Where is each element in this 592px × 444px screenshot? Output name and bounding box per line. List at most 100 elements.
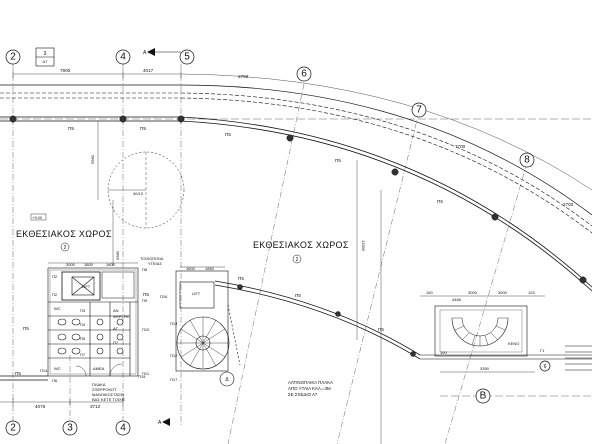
svg-text:4: 4 xyxy=(120,52,126,63)
svg-text:3: 3 xyxy=(44,51,47,57)
svg-text:6: 6 xyxy=(544,364,547,370)
svg-text:Π5: Π5 xyxy=(80,336,86,341)
wall-note: ΣΠΕΡΡΟΚΟΤ xyxy=(92,387,117,392)
svg-text:Δ: Δ xyxy=(225,377,229,383)
dimension-label: 125 xyxy=(528,290,535,295)
svg-text:2: 2 xyxy=(10,52,16,63)
core-tags: Π2 Π2 Π3 Π4 Π5 Π6 Π7 Π7 Π8 Π9 Π10 Π11 Π1… xyxy=(40,267,178,383)
lift-label-center: LIFT xyxy=(192,291,201,296)
svg-text:4: 4 xyxy=(120,423,126,434)
room-number-middle: 2 xyxy=(296,257,299,263)
column-tag: Π5 xyxy=(295,293,301,298)
wc-note: ΑΝ xyxy=(113,308,119,313)
void-label: ΚΕΝΟ xyxy=(508,341,519,346)
svg-text:5: 5 xyxy=(184,52,190,63)
dimension-label: 3000 xyxy=(498,290,508,295)
level-tag-frame xyxy=(30,213,47,221)
column-tag: Π5 xyxy=(437,199,443,204)
dimension-lines-mid xyxy=(356,160,382,444)
svg-text:Π2: Π2 xyxy=(52,292,58,297)
dimension-label: 1600 xyxy=(186,266,196,271)
svg-text:B: B xyxy=(480,391,487,402)
g1-label: Γ1 xyxy=(540,348,545,353)
column-tag: Π5 xyxy=(225,132,231,137)
wc-lift-core xyxy=(47,267,139,377)
wc-note: WC xyxy=(54,366,61,371)
svg-text:Π3: Π3 xyxy=(80,308,86,313)
svg-text:Π4: Π4 xyxy=(80,322,86,327)
svg-text:A: A xyxy=(158,420,162,426)
dimension-label: 3000 xyxy=(468,290,478,295)
dimension-label: 4017 xyxy=(143,68,154,73)
grid-bubble xyxy=(5,49,551,436)
column-tag: Π5 xyxy=(15,371,21,376)
right-stair xyxy=(434,305,592,371)
column-tag: Π5 xyxy=(238,276,244,281)
svg-text:8: 8 xyxy=(524,155,530,166)
wall-note: ΒΑΣ ΚΕΤΕ ΤΟΙΧΙΣ xyxy=(92,397,126,402)
room-name-middle: ΕΚΘΕΣΙΑΚΟΣ ΧΩΡΟΣ xyxy=(253,240,349,250)
dimension-label: 3000 xyxy=(66,262,76,267)
slab-note: ΑΛΤΙΝΟΠΑΙΚΑ ΠΛΑΚΑ xyxy=(288,380,333,385)
toilet-note: ΥΓΕΙΑΣ xyxy=(148,261,162,266)
svg-text:Π2: Π2 xyxy=(52,274,58,279)
svg-text:A7: A7 xyxy=(43,59,49,64)
column-tag: Π5 xyxy=(143,292,149,297)
dimension-label: 150 xyxy=(426,290,433,295)
svg-text:Π14: Π14 xyxy=(40,368,48,373)
lift-label: LIFT xyxy=(82,284,91,289)
svg-text:Π11: Π11 xyxy=(142,371,150,376)
dimension-lines-top xyxy=(12,70,592,191)
svg-text:Π17: Π17 xyxy=(170,377,178,382)
svg-text:Π7: Π7 xyxy=(80,352,86,357)
svg-text:6: 6 xyxy=(301,69,307,80)
dimension-label: 40/10 xyxy=(133,191,144,196)
slab-note: ΑΠΟ ΥΤΛΙΑ ΚΑΛ.=3Μ xyxy=(288,386,331,391)
svg-text:Π10: Π10 xyxy=(142,327,150,332)
svg-text:2: 2 xyxy=(10,423,16,434)
dimension-label: 13300 xyxy=(361,240,366,252)
svg-text:Π7: Π7 xyxy=(113,340,119,345)
dimension-label: 5980 xyxy=(115,250,120,260)
svg-text:Π9: Π9 xyxy=(142,298,148,303)
column-tag: Π5 xyxy=(140,126,146,131)
column-tag: Π5 xyxy=(335,158,341,163)
dimension-label: 3390 xyxy=(480,366,490,371)
wc-note: ΑΜΕΑ xyxy=(93,366,105,371)
svg-text:A: A xyxy=(143,50,147,56)
dimension-label: 4076 xyxy=(35,404,46,409)
wall-note: ΠΛΑΚΑ xyxy=(92,382,106,387)
grid-bubbles: 2 4 5 6 7 8 2 3 4 B 6 xyxy=(5,49,551,436)
dimension-label: 2793 xyxy=(238,74,249,79)
column-tag: Π5 xyxy=(68,126,74,131)
dimension-label: 1850 xyxy=(205,266,215,271)
wc-note: ΑΓ xyxy=(113,326,119,331)
slab-note: ΣΕ ΣΧΕΔΙΟ Α7 xyxy=(288,392,318,397)
dimension-label: 1600 xyxy=(106,262,116,267)
column-tag: Π5 xyxy=(23,326,29,331)
dimension-label: 100 xyxy=(440,350,447,355)
svg-text:Π6: Π6 xyxy=(52,378,58,383)
svg-text:Π12: Π12 xyxy=(170,353,178,358)
wc-note: WC xyxy=(54,306,61,311)
dimension-label: 7700 xyxy=(455,144,466,149)
svg-text:Π8: Π8 xyxy=(142,267,148,272)
room-number-left: 2 xyxy=(64,245,67,251)
svg-text:Π13: Π13 xyxy=(170,321,178,326)
dimension-lines-bottom xyxy=(0,398,124,406)
svg-text:Π16: Π16 xyxy=(160,294,168,299)
wc-note: ΦΕΡΓΡΕ xyxy=(113,314,129,319)
dimension-label: 3712 xyxy=(90,404,101,409)
dimension-label: 5980 xyxy=(90,154,95,164)
dashed-circle-outline xyxy=(107,151,185,229)
dimension-label: 7900 xyxy=(60,68,71,73)
level-tag: +3.00 xyxy=(32,215,43,220)
room-name-left: ΕΚΘΕΣΙΑΚΟΣ ΧΩΡΟΣ xyxy=(16,229,112,239)
spiral-stair xyxy=(175,270,241,372)
dimension-label: 4466 xyxy=(452,297,462,302)
reference-tag: 3 A7 xyxy=(35,47,55,67)
grid-axes xyxy=(0,64,592,444)
toilet-note: ΤΟΙΧΟΠΟΙΙΑ xyxy=(140,256,164,261)
dimension-label: 1800 xyxy=(84,262,94,267)
